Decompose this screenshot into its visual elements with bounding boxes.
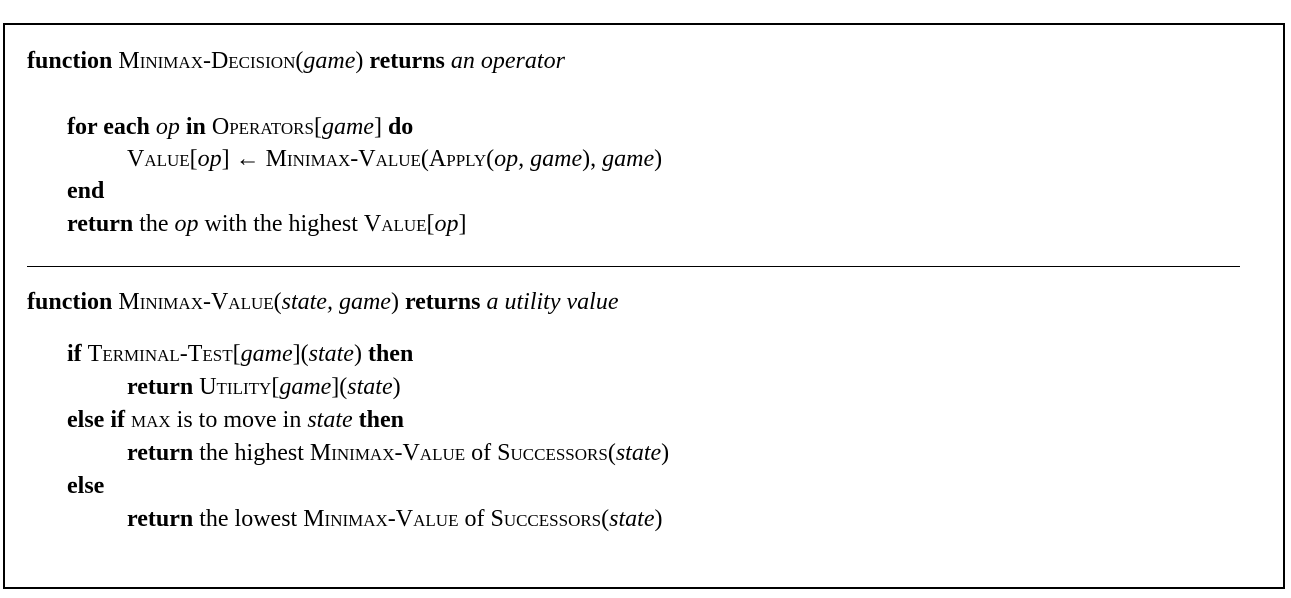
text-fragment: ) xyxy=(355,48,370,74)
text-fragment: ) xyxy=(353,341,368,367)
procedure-name: Apply xyxy=(428,146,487,172)
function-header-minimax-decision: function Minimax-Decision(game) returns … xyxy=(27,46,565,76)
variable: state xyxy=(609,506,655,532)
keyword: returns xyxy=(369,48,445,74)
variable: op, game xyxy=(494,146,583,172)
text-fragment: the lowest xyxy=(193,506,304,532)
keyword: else if xyxy=(67,407,125,433)
keyword: return xyxy=(127,506,194,532)
text-fragment: ]( xyxy=(292,341,309,367)
text-fragment: [ xyxy=(426,211,435,237)
keyword: in xyxy=(185,114,206,140)
keyword: return xyxy=(127,374,194,400)
text-fragment: the highest xyxy=(193,440,310,466)
keyword: else xyxy=(67,473,105,499)
text-fragment: [ xyxy=(232,341,241,367)
procedure-name: Minimax-Decision xyxy=(118,48,296,74)
text-fragment: is to move in xyxy=(170,407,308,433)
text-fragment: [ xyxy=(271,374,280,400)
variable: state xyxy=(308,341,354,367)
keyword: if xyxy=(67,341,82,367)
variable: state xyxy=(347,374,393,400)
text-fragment: the xyxy=(133,211,175,237)
text-fragment: ( xyxy=(601,506,610,532)
code-line: return Utility[game](state) xyxy=(127,372,401,402)
text-fragment: ( xyxy=(295,48,304,74)
text-fragment: [ xyxy=(313,114,322,140)
variable: game xyxy=(240,341,293,367)
text-fragment: ( xyxy=(486,146,495,172)
code-line: return the highest Minimax-Value of Succ… xyxy=(127,438,669,468)
text-fragment: ] xyxy=(458,211,467,237)
procedure-name: Minimax-Value xyxy=(118,289,274,315)
procedure-name: Value xyxy=(127,146,190,172)
function-divider xyxy=(27,266,1240,267)
text-fragment: of xyxy=(465,440,498,466)
procedure-name: Successors xyxy=(497,440,608,466)
procedure-name: max xyxy=(130,407,171,433)
variable: game xyxy=(303,48,356,74)
text-fragment: ) xyxy=(654,146,663,172)
code-line: end xyxy=(67,176,104,206)
keyword: do xyxy=(387,114,414,140)
text-fragment: ] xyxy=(373,114,388,140)
procedure-name: Value xyxy=(363,211,427,237)
variable: state, game xyxy=(281,289,391,315)
code-line: else if max is to move in state then xyxy=(67,405,404,435)
text-fragment: of xyxy=(458,506,491,532)
variable: op xyxy=(155,114,180,140)
text-fragment: ), xyxy=(582,146,603,172)
keyword: then xyxy=(358,407,404,433)
text-fragment: ( xyxy=(420,146,429,172)
text-fragment: ( xyxy=(273,289,282,315)
text-fragment: ) xyxy=(661,440,670,466)
code-line: return the op with the highest Value[op] xyxy=(67,209,467,239)
procedure-name: Successors xyxy=(490,506,602,532)
text-fragment: ] ← xyxy=(221,146,266,172)
code-line: else xyxy=(67,471,104,501)
variable: state xyxy=(307,407,353,433)
text-fragment: ) xyxy=(390,289,405,315)
function-header-minimax-value: function Minimax-Value(state, game) retu… xyxy=(27,287,618,317)
text-fragment: with the highest xyxy=(198,211,364,237)
variable: op xyxy=(174,211,199,237)
procedure-name: Utility xyxy=(199,374,272,400)
keyword: function xyxy=(27,289,113,315)
code-line: return the lowest Minimax-Value of Succe… xyxy=(127,504,662,534)
variable: state xyxy=(615,440,662,466)
variable: op xyxy=(197,146,222,172)
procedure-name: Minimax-Value xyxy=(303,506,459,532)
variable: game xyxy=(602,146,655,172)
procedure-name: Operators xyxy=(211,114,314,140)
keyword: for each xyxy=(67,114,150,140)
keyword: returns xyxy=(404,289,481,315)
code-line: if Terminal-Test[game](state) then xyxy=(67,339,413,369)
procedure-name: Minimax-Value xyxy=(265,146,421,172)
text-fragment: [ xyxy=(189,146,198,172)
procedure-name: Terminal-Test xyxy=(87,341,233,367)
text-fragment: ) xyxy=(392,374,401,400)
keyword: end xyxy=(67,178,105,204)
algorithm-box: function Minimax-Decision(game) returns … xyxy=(3,23,1285,589)
variable: an operator xyxy=(450,48,565,74)
variable: a utility value xyxy=(486,289,619,315)
keyword: function xyxy=(27,48,113,74)
code-line: for each op in Operators[game] do xyxy=(67,112,413,142)
procedure-name: Minimax-Value xyxy=(309,440,466,466)
text-fragment: ) xyxy=(654,506,663,532)
variable: game xyxy=(321,114,374,140)
variable: game xyxy=(279,374,332,400)
text-fragment: ]( xyxy=(331,374,348,400)
keyword: return xyxy=(127,440,194,466)
text-fragment: ( xyxy=(607,440,616,466)
keyword: return xyxy=(67,211,134,237)
variable: op xyxy=(434,211,459,237)
keyword: then xyxy=(367,341,414,367)
code-line: Value[op] ← Minimax-Value(Apply(op, game… xyxy=(127,144,662,174)
